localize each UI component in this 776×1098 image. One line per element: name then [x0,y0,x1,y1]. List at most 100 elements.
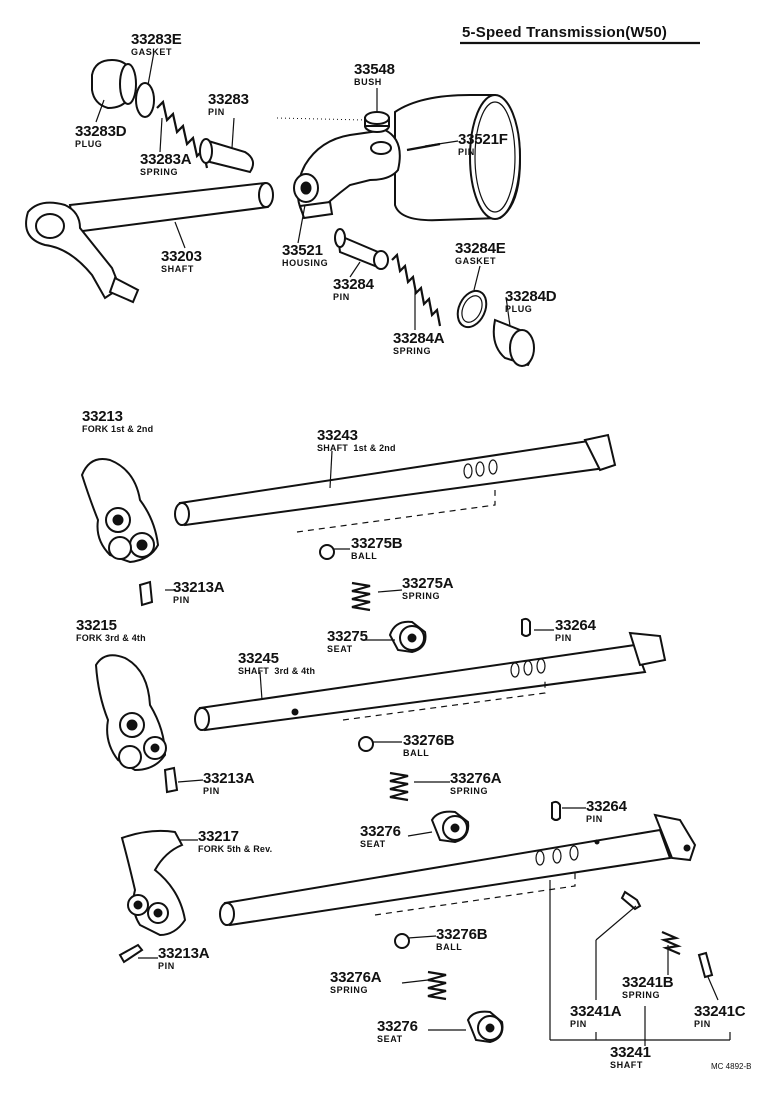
part-number: 33213 [82,408,123,425]
part-number: 33284E [455,240,506,257]
label-33213A-2: 33213A PIN [203,771,255,796]
bush-illustration [364,111,390,133]
part-name: FORK 3rd & 4th [76,633,146,643]
seat-33276-2-illustration [466,1010,504,1044]
spring-33276A-1-illustration [389,771,409,802]
part-name: PIN [555,633,572,643]
part-number: 33215 [76,617,117,634]
label-33275A: 33275A SPRING [402,575,454,601]
pin-33264-2-illustration [551,800,561,821]
label-33213A-3: 33213A PIN [158,945,210,971]
part-name: PIN [203,786,220,796]
part-name: PIN [208,107,225,117]
part-number: 33264 [555,617,596,634]
part-name: SHAFT 3rd & 4th [238,666,316,676]
diagram-title: 5-Speed Transmission(W50) [462,24,668,41]
pin-33284-illustration [334,228,389,270]
part-number: 33284D [505,288,557,305]
shaft-33245-illustration [194,631,667,732]
part-name: PIN [570,1019,587,1029]
part-number: 33241B [622,974,674,991]
part-name: PLUG [505,304,533,314]
part-name: PIN [586,814,603,824]
pin-33213A-1-illustration [138,580,154,607]
part-name: BALL [403,748,430,758]
spring-33241B-illustration [660,930,682,956]
part-name: PIN [158,961,175,971]
part-name: SPRING [330,985,369,995]
part-number: 33521F [458,131,508,148]
label-33264-1: 33264 PIN [555,618,596,643]
part-number: 33241 [610,1044,651,1061]
fork-33213-illustration [80,458,160,564]
part-number: 33284A [393,330,445,347]
shaft-33243-illustration [174,433,617,533]
label-33245: 33245 SHAFT 3rd & 4th [238,651,315,676]
label-33548: 33548 BUSH [354,62,395,87]
part-number: 33264 [586,798,627,815]
label-33284E: 33284E GASKET [455,241,506,266]
part-name: GASKET [455,256,497,266]
label-33284: 33284 PIN [333,277,374,302]
part-number: 33276A [330,969,382,986]
part-name: SEAT [327,644,353,654]
label-33276-2: 33276 SEAT [377,1019,418,1044]
label-33241A: 33241A PIN [570,1003,622,1029]
part-name: SHAFT [161,264,194,274]
label-33283D: 33283D PLUG [75,123,127,149]
label-33276-1: 33276 SEAT [360,824,401,849]
part-number: 33243 [317,427,358,444]
part-name: SEAT [360,839,386,849]
part-number: 33276A [450,770,502,787]
part-name: SPRING [140,167,179,177]
part-name: PIN [333,292,350,302]
part-number: 33245 [238,650,279,667]
part-name: FORK 5th & Rev. [198,844,273,854]
label-33241C: 33241C PIN [694,1003,746,1029]
spring-33283A-illustration [156,99,209,169]
part-number: 33284 [333,276,374,293]
part-name: SEAT [377,1034,403,1044]
fork-33215-illustration [94,654,167,772]
part-number: 33548 [354,61,395,78]
part-number: 33276 [377,1018,418,1035]
label-33521F: 33521F PIN [458,132,508,157]
part-number: 33241C [694,1003,746,1020]
ball-33275B-illustration [319,544,335,560]
label-33283A: 33283A SPRING [140,152,192,177]
part-name: BUSH [354,77,382,87]
label-33213: 33213 FORK 1st & 2nd [82,409,153,434]
part-number: 33213A [158,945,210,962]
label-33241B: 33241B SPRING [622,974,674,1000]
part-number: 33275A [402,575,454,592]
part-number: 33283 [208,91,249,108]
fork-33217-illustration [120,829,187,937]
part-number: 33283E [131,31,182,48]
part-name: PLUG [75,139,103,149]
label-33521: 33521 HOUSING [282,243,328,268]
label-33241: 33241 SHAFT [610,1045,651,1070]
label-33283: 33283 PIN [208,92,249,117]
part-name: FORK 1st & 2nd [82,424,154,434]
part-name: SPRING [450,786,489,796]
part-number: 33213A [173,579,225,596]
part-number: 33217 [198,828,239,845]
gasket-33284E-illustration [456,289,488,329]
label-33283E: 33283E GASKET [131,32,182,57]
part-number: 33276B [403,732,455,749]
part-number: 33241A [570,1003,622,1020]
part-name: PIN [458,147,475,157]
part-name: GASKET [131,47,173,57]
pin-33241C-illustration [697,951,714,979]
part-name: SHAFT [610,1060,643,1070]
label-33217: 33217 FORK 5th & Rev. [198,829,272,854]
leader-lines [95,51,731,1046]
part-number: 33203 [161,248,202,265]
part-number: 33283D [75,123,127,140]
part-name: PIN [173,595,190,605]
label-33203: 33203 SHAFT [161,249,202,274]
plug-33283D-illustration [91,58,137,110]
housing-drum-illustration [394,94,522,222]
pin-33241A-illustration [620,890,642,911]
